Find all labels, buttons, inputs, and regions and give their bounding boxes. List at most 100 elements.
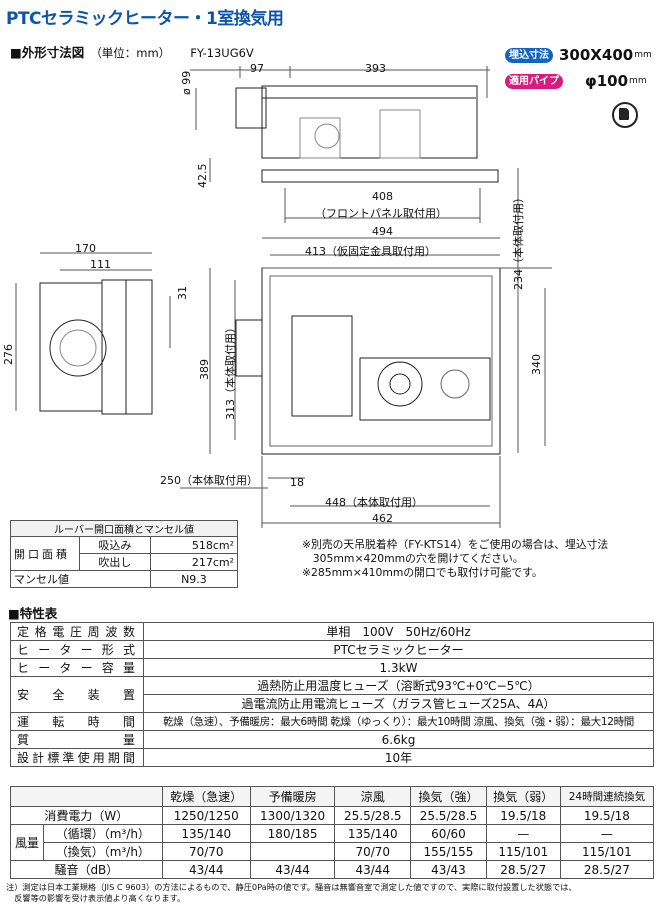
spec-value: PTCセラミックヒーター [143,640,654,659]
dim-170: 170 [75,242,96,255]
footnote-2: 反響等の影響を受け表示値より高くなります。 [6,893,186,903]
dim-313: 313（本体取付用） [224,322,237,420]
install-note-1: ※別売の天吊脱着枠（FY-KTS14）をご使用の場合は、埋込寸法 [302,538,609,551]
perf-cell: — [485,824,561,843]
outline-heading: ■外形寸法図 [10,45,85,60]
perf-cell: 43/44 [249,860,336,879]
perf-cell: 43/43 [410,860,487,879]
perf-cell: 28.5/27 [559,860,655,879]
spec-value: 1.3kW [143,658,654,677]
perf-cell: 25.5/28.5 [334,806,412,825]
install-note-3: ※285mm×410mmの開口でも取付け可能です。 [302,566,543,579]
spec-key: ヒーター容量 [10,658,144,677]
perf-cell: 180/185 [249,824,336,843]
pipe-value: φ100 [585,72,629,90]
pipe-unit: mm [629,76,647,86]
perf-row: （換気）（m³/h） 70/70 70/70 155/155 115/101 1… [11,842,655,861]
duct-symbol-icon [612,102,638,128]
outline-drawing [15,66,552,528]
perf-cell: 19.5/18 [485,806,561,825]
spec-key: ヒーター形式 [10,640,144,659]
side-housing [261,85,478,159]
dim-408-note: （フロントパネル取付用） [315,207,447,220]
front-frame [261,267,501,455]
outline-unit: （単位：mm） [90,46,171,60]
louver-table: ルーバー開口面積とマンセル値 開口面積 吸込み 518cm² 吹出し 217cm… [10,520,239,588]
pipe-badge: 適用パイプ φ100 mm [505,72,647,90]
dim-340: 340 [530,354,543,375]
duct-collar [235,87,267,129]
perf-cell: 28.5/27 [485,860,561,879]
dim-99: ø 99 [180,70,193,95]
perf-row-label: （循環）（m³/h） [43,824,163,843]
perf-cell: 1250/1250 [161,806,251,825]
side-panel [125,279,153,415]
perf-row: 風量 （循環）（m³/h） 135/140 180/185 135/140 60… [10,824,655,861]
perf-cell: 43/44 [334,860,412,879]
spec-value: 過電流防止用電流ヒューズ（ガラス管ヒューズ25A、4A） [143,694,654,713]
perf-row: 騒音（dB） 43/44 43/44 43/44 43/43 28.5/27 2… [10,860,655,879]
munsell-value: N9.3 [149,570,239,588]
model-number: FY-13UG6V [190,46,254,60]
spec-value: 10年 [143,748,654,767]
perf-cell: 19.5/18 [559,806,655,825]
perf-cell: 115/101 [559,842,655,861]
heater-block [291,315,353,417]
fan-unit [359,357,491,421]
spec-row: 安全装置過熱防止用温度ヒューズ（溶断式93℃+0℃−5℃） [10,676,654,713]
spec-key: 安全装置 [10,676,144,713]
embed-size-unit: mm [634,50,652,60]
dim-31: 31 [176,286,189,300]
perf-col-header: 予備暖房 [249,786,336,807]
dim-234: 234（本体取付用） [512,192,525,290]
dim-462: 462 [372,512,393,525]
footnote-1: 注）測定は日本工業規格（JIS C 9603）の方法によるもので、静圧0Pa時の… [6,882,577,892]
perf-row: 消費電力（W） 1250/1250 1300/1320 25.5/28.5 25… [10,806,655,825]
louver-intake-value: 518cm² [149,536,239,554]
dim-276: 276 [2,344,15,365]
spec-key: 質量 [10,730,144,749]
dim-18: 18 [290,476,304,489]
dim-250: 250（本体取付用） [160,474,258,487]
louver-intake-label: 吸込み [79,536,151,554]
side-body [39,282,103,412]
louver-outlet-label: 吹出し [79,553,151,571]
perf-group-label: 風量 [10,824,44,861]
embed-size-value: 300X400 [559,46,634,64]
dim-393: 393 [365,62,386,75]
dim-413: 413（仮固定金具取付用） [305,245,436,258]
perf-col-header: 換気（弱） [485,786,561,807]
spec-value: 単相 100V 50Hz/60Hz [143,622,654,641]
dim-42-5: 42.5 [196,163,209,189]
perf-col-header: 乾燥（急速） [161,786,251,807]
perf-col-header: 涼風 [334,786,412,807]
spec-value: 6.6kg [143,730,654,749]
dim-111: 111 [90,258,111,271]
perf-row-label: 騒音（dB） [10,860,163,879]
embed-size-badge: 埋込寸法 300X400 mm [505,46,652,64]
perf-col-header: 換気（強） [410,786,487,807]
perf-col-header: 24時間連続換気 [559,786,655,807]
spec-key: 設計標準使用期間 [10,748,144,767]
spec-value: 乾燥（急速）、予備暖房：最大6時間 乾燥（ゆっくり）：最大10時間 涼風、換気（… [143,712,654,731]
perf-cell: 155/155 [410,842,487,861]
dim-97: 97 [250,62,264,75]
dim-389: 389 [198,359,211,380]
front-collar [235,319,263,377]
dim-408: 408 [372,190,393,203]
spec-key: 運転時間 [10,712,144,731]
spec-row: 定格電圧周波数単相 100V 50Hz/60Hz [10,622,654,641]
spec-value: 過熱防止用温度ヒューズ（溶断式93℃+0℃−5℃） [143,676,654,695]
performance-table: 乾燥（急速） 予備暖房 涼風 換気（強） 換気（弱） 24時間連続換気 消費電力… [10,786,655,879]
dim-494: 494 [372,225,393,238]
spec-key: 定格電圧周波数 [10,622,144,641]
louver-outlet-value: 217cm² [149,553,239,571]
page-title: PTCセラミックヒーター・1室換気用 [6,9,284,29]
front-panel-side [261,169,499,183]
specs-heading: ■特性表 [8,606,58,621]
